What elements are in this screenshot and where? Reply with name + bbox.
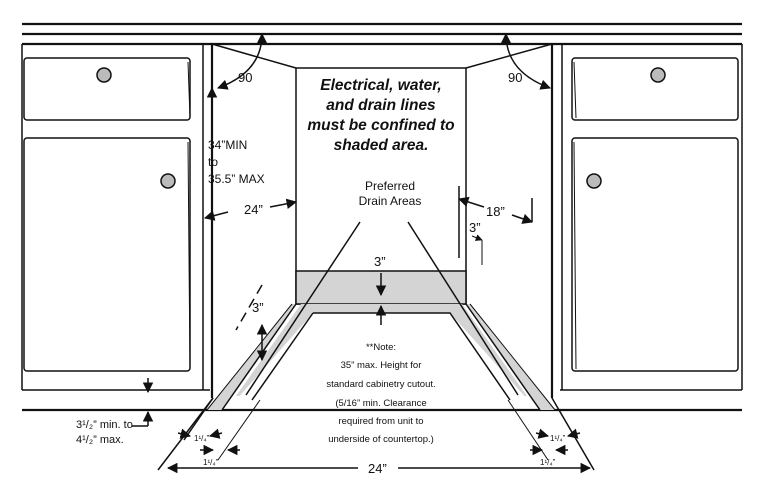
note-line-2: 35” max. Height for (341, 360, 422, 371)
dim-24-left-label: 24” (244, 202, 263, 217)
drain-pointers (245, 221, 519, 396)
qtr-top-left-label: 1¹/₄” (194, 434, 210, 443)
warning-line-4: shaded area. (334, 137, 429, 154)
qtr-bottom-right-label: 1¹/₄” (540, 458, 556, 467)
warning-line-2: and drain lines (326, 97, 436, 114)
angle-arc-left (217, 32, 268, 90)
note-line-1: **Note: (366, 342, 396, 353)
qtr-top-right-arrow-b (566, 428, 581, 439)
left-door (23, 137, 191, 372)
warning-line-1: Electrical, water, (320, 77, 442, 94)
qtr-top-left-arrow-a (177, 428, 192, 439)
preferred-drain-line-2: Drain Areas (359, 194, 422, 208)
countertop (22, 22, 742, 46)
preferred-drain-line-1: Preferred (365, 179, 415, 193)
toe-kick-line-1: 3¹/₂” min. to (76, 419, 133, 431)
dim-3-right-arrow (471, 234, 483, 241)
qtr-top-right-arrow-a (535, 428, 550, 439)
right-drawer (571, 57, 739, 121)
note-line-5: required from unit to (338, 416, 423, 427)
left-drawer-knob (96, 67, 112, 83)
dim-18-arrow-b (511, 213, 533, 224)
angle-arc-right (500, 32, 551, 90)
dim-3-top-label: 3” (374, 254, 386, 269)
angle-right-label: 90 (508, 70, 522, 85)
dim-18-label: 18” (486, 204, 505, 219)
right-cabinet (550, 44, 743, 398)
dim-24-bottom-label: 24” (368, 461, 387, 476)
left-drawer (23, 57, 191, 121)
left-door-knob (160, 173, 176, 189)
dim-24-left-arrow-b (269, 198, 298, 209)
note-line-3: standard cabinetry cutout. (326, 379, 435, 390)
qtr-bottom-left-label: 1¹/₄” (203, 458, 219, 467)
note-line-6: underside of countertop.) (328, 434, 434, 445)
dim-24-left-arrow-a (203, 210, 229, 221)
warning-line-3: must be confined to (307, 117, 454, 134)
right-door (571, 137, 739, 372)
height-range-line-3: 35.5” MAX (208, 172, 265, 186)
toe-kick-line-2: 4¹/₂” max. (76, 434, 124, 446)
angle-left-label: 90 (238, 70, 252, 85)
qtr-top-left-arrow-b (208, 428, 223, 439)
dim-3-diag-label: 3” (252, 300, 264, 315)
right-drawer-knob (650, 67, 666, 83)
note-line-4: (5/16” min. Clearance (335, 398, 426, 409)
height-range-line-1: 34”MIN (208, 138, 247, 152)
left-cabinet (21, 44, 214, 398)
dim-3-right-label: 3” (469, 220, 481, 235)
height-range-line-2: to (208, 155, 218, 169)
right-door-knob (586, 173, 602, 189)
qtr-top-right-label: 1¹/₄” (550, 434, 566, 443)
dim-18-arrow-a (457, 196, 485, 208)
dashed-guide (235, 284, 263, 331)
